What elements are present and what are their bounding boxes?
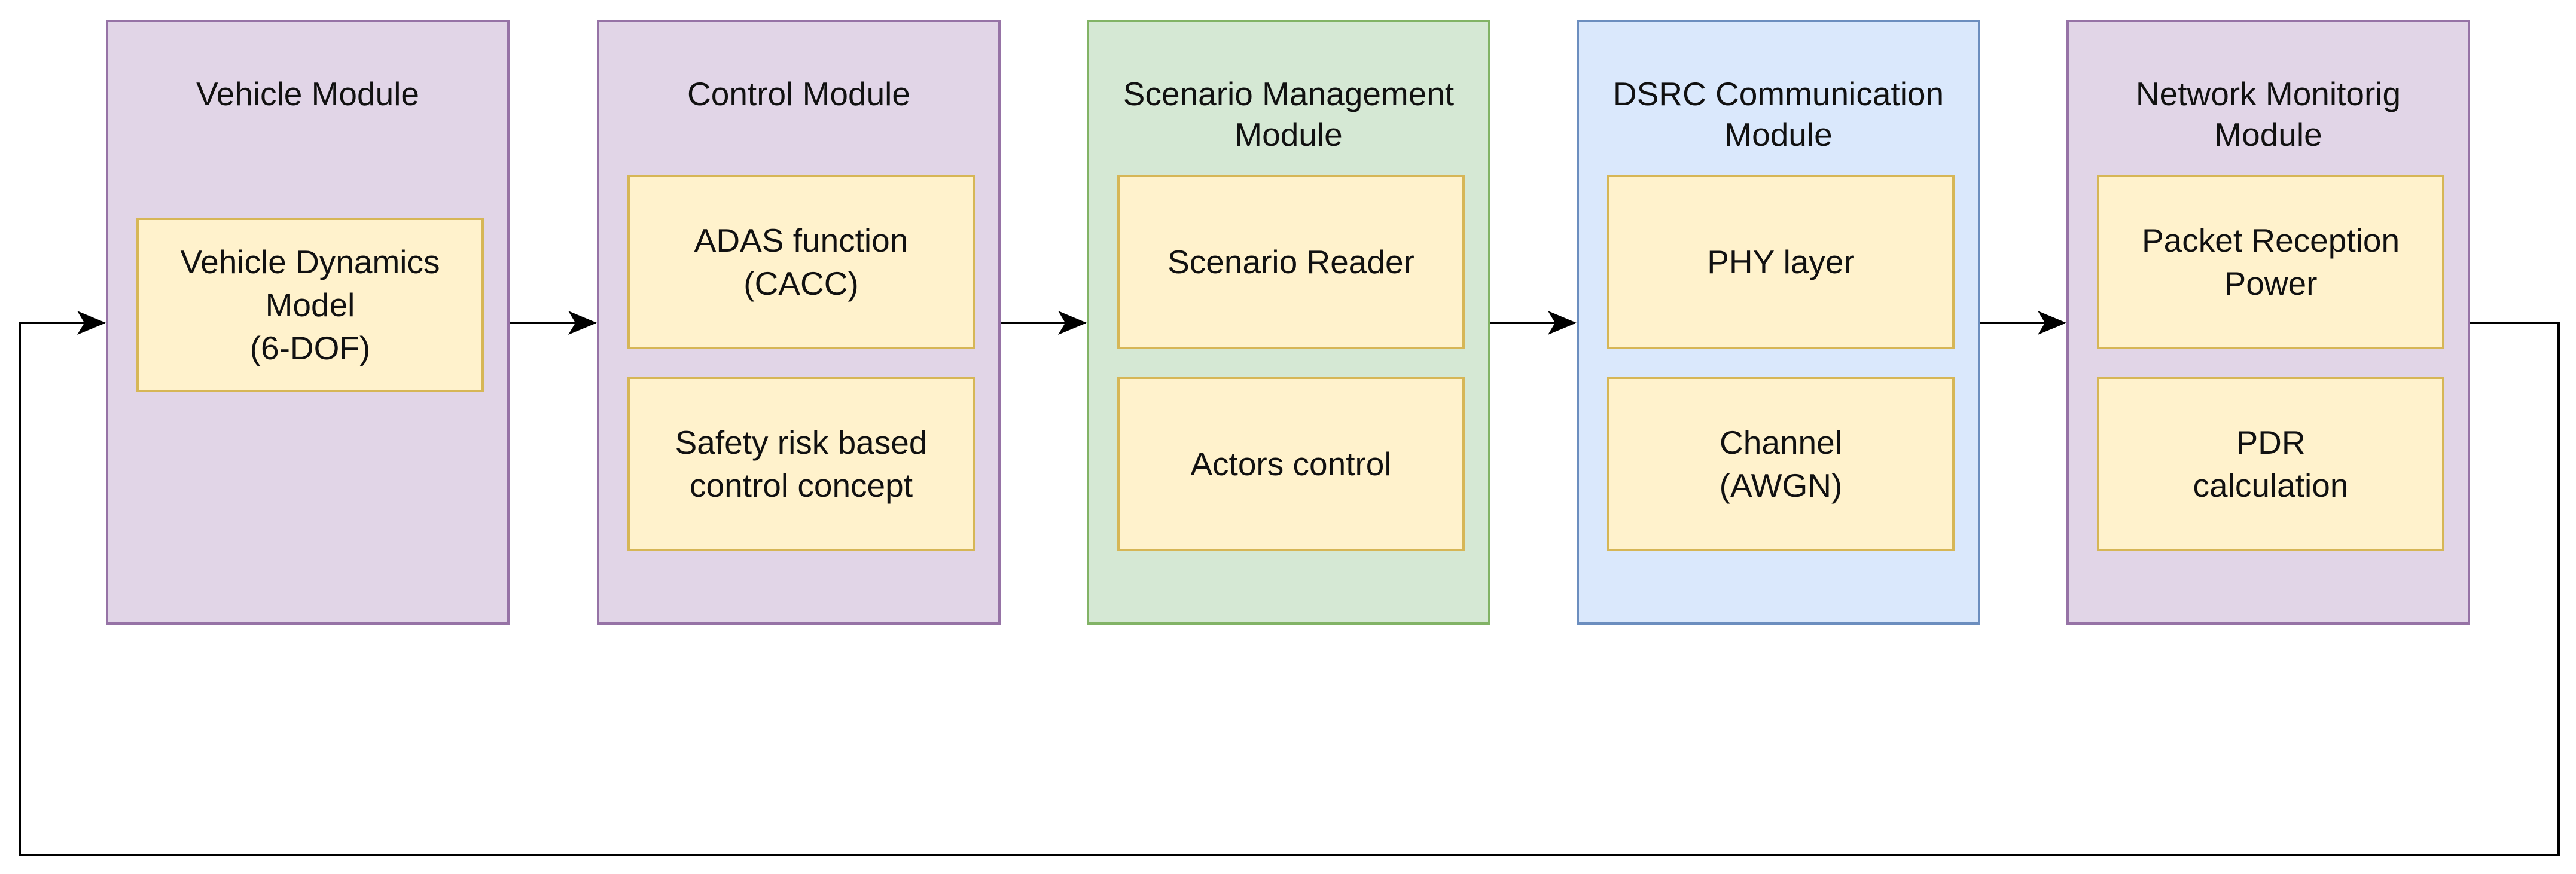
block-label-line: Safety risk based — [675, 424, 928, 461]
module-title-line: Network Monitorig — [2135, 75, 2401, 112]
block-label-line: (6-DOF) — [249, 329, 371, 366]
block-label-line: Model — [265, 286, 355, 323]
block-label-line: control concept — [690, 467, 913, 504]
block-actors-control: Actors control — [1117, 377, 1465, 551]
block-label-line: PDR — [2236, 424, 2306, 461]
block-scenario-reader: Scenario Reader — [1117, 175, 1465, 349]
block-phy-layer: PHY layer — [1607, 175, 1955, 349]
block-label-line: Scenario Reader — [1167, 243, 1414, 280]
block-label-line: (AWGN) — [1719, 467, 1843, 504]
block-label-line: Power — [2224, 265, 2318, 302]
module-title-line: Module — [2214, 116, 2322, 153]
block-pdr-calculation: PDR calculation — [2097, 377, 2444, 551]
module-title-line: Module — [1724, 116, 1833, 153]
block-label-line: Vehicle Dynamics — [180, 243, 440, 280]
block-label-line: Actors control — [1190, 445, 1392, 482]
module-title-line: Vehicle Module — [196, 75, 420, 112]
block-safety-risk-based-control-concept: Safety risk based control concept — [627, 377, 975, 551]
block-label-line: Channel — [1720, 424, 1842, 461]
module-title-line: Module — [1234, 116, 1343, 153]
block-label-line: (CACC) — [743, 265, 859, 302]
feedback-loop-arrow — [19, 311, 2560, 856]
module-title: Control Module — [599, 74, 998, 155]
block-channel-awgn: Channel (AWGN) — [1607, 377, 1955, 551]
block-label-line: PHY layer — [1707, 243, 1855, 280]
block-label-line: Packet Reception — [2141, 222, 2400, 259]
block-adas-function-cacc: ADAS function (CACC) — [627, 175, 975, 349]
block-label-line: ADAS function — [694, 222, 909, 259]
block-label-line: calculation — [2193, 467, 2349, 504]
module-title-line: DSRC Communication — [1612, 75, 1944, 112]
module-title-line: Control Module — [687, 75, 910, 112]
module-title: Vehicle Module — [108, 74, 507, 155]
module-title-line: Scenario Management — [1123, 75, 1455, 112]
